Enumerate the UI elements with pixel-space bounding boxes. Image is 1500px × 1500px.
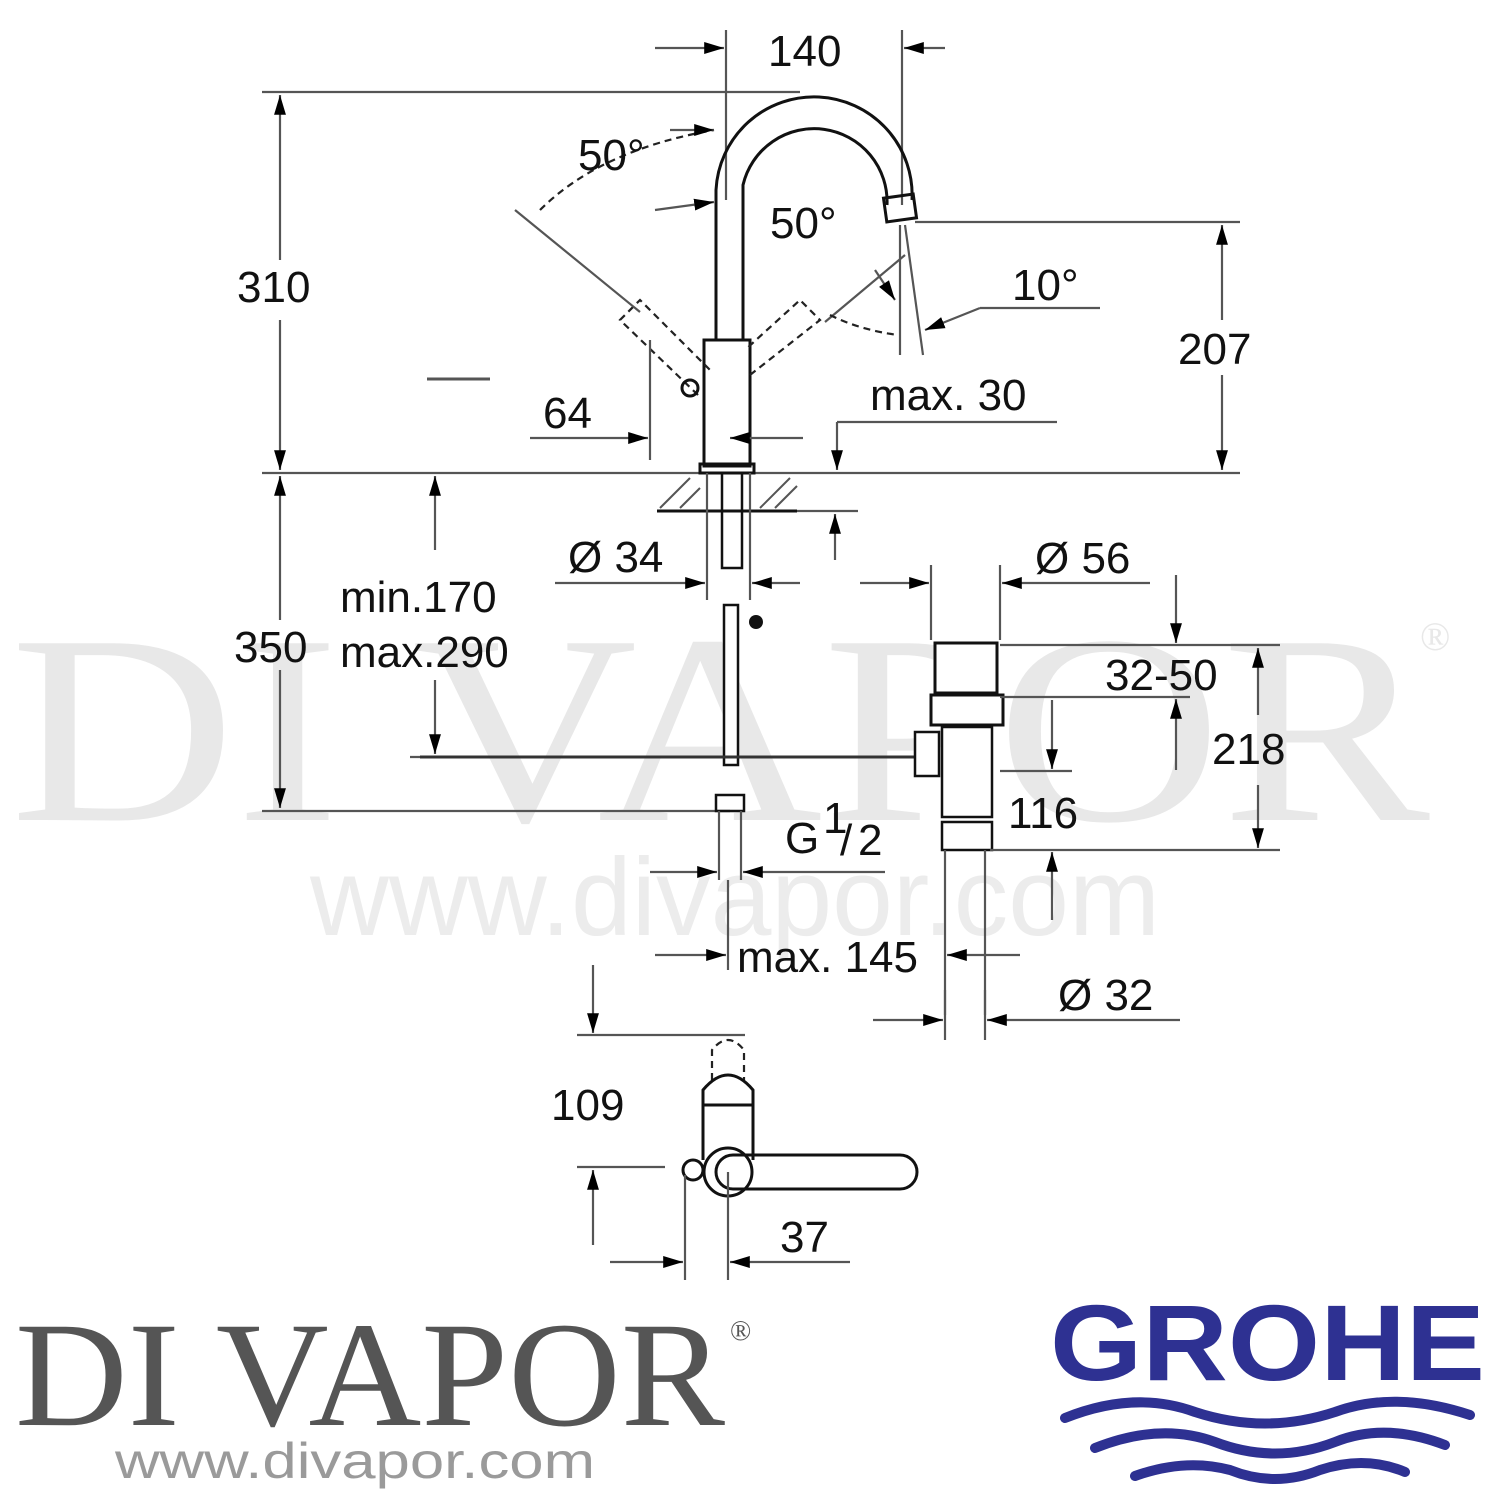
watermark: DI VAPOR ® www.divapor.com xyxy=(10,580,1450,959)
svg-text:1: 1 xyxy=(823,794,847,843)
dim-140: 140 xyxy=(655,27,945,205)
dim-207: 207 xyxy=(1178,225,1251,470)
dim-d34: Ø 34 xyxy=(555,473,800,600)
watermark-name: DI VAPOR xyxy=(10,580,1432,879)
divapor-logo: DI VAPOR ® www.divapor.com xyxy=(15,1292,751,1489)
svg-text:116: 116 xyxy=(1008,789,1078,838)
dim-d32: Ø 32 xyxy=(873,971,1180,1040)
svg-text:37: 37 xyxy=(780,1213,829,1262)
svg-text:64: 64 xyxy=(543,389,592,438)
dim-64: 64 xyxy=(427,340,803,460)
dim-waste-heights: 32-50 218 116 xyxy=(990,575,1285,920)
divapor-logo-text: DI VAPOR xyxy=(15,1292,725,1458)
svg-text:Ø 32: Ø 32 xyxy=(1058,971,1153,1020)
dim-350: 350 xyxy=(234,476,307,808)
dim-g-half: G 1 / 2 xyxy=(650,794,885,878)
svg-text:207: 207 xyxy=(1178,325,1251,374)
angle-labels: 50° 50° 10° xyxy=(539,124,1100,337)
svg-text:G: G xyxy=(785,814,819,863)
dim-max-30: max. 30 xyxy=(831,371,1057,470)
svg-text:218: 218 xyxy=(1212,725,1285,774)
grohe-logo-text: GROHE xyxy=(1050,1282,1485,1403)
svg-text:32-50: 32-50 xyxy=(1105,651,1218,700)
svg-text:310: 310 xyxy=(237,263,310,312)
svg-text:10°: 10° xyxy=(1012,261,1079,310)
lever-top-view: 109 37 xyxy=(551,965,919,1280)
svg-text:350: 350 xyxy=(234,623,307,672)
svg-text:max.290: max.290 xyxy=(340,628,509,677)
watermark-url: www.divapor.com xyxy=(309,836,1160,959)
grohe-logo: GROHE xyxy=(1050,1282,1485,1484)
watermark-registered: ® xyxy=(1420,614,1450,659)
waste-assembly: Ø 56 xyxy=(860,534,1150,1015)
svg-text:140: 140 xyxy=(768,27,841,76)
dim-min-max: min.170 max.290 xyxy=(340,476,509,754)
dim-310: 310 xyxy=(237,95,310,470)
divapor-registered: ® xyxy=(730,1316,751,1347)
svg-text:max. 145: max. 145 xyxy=(737,933,918,982)
svg-text:/: / xyxy=(840,816,853,865)
svg-text:50°: 50° xyxy=(770,199,837,248)
counter-section xyxy=(657,471,858,570)
svg-text:Ø 56: Ø 56 xyxy=(1035,534,1130,583)
svg-text:50°: 50° xyxy=(578,131,645,180)
svg-text:min.170: min.170 xyxy=(340,573,497,622)
svg-text:Ø 34: Ø 34 xyxy=(568,533,663,582)
divapor-url: www.divapor.com xyxy=(114,1433,595,1489)
grohe-waves-icon xyxy=(1060,1396,1475,1484)
svg-text:max. 30: max. 30 xyxy=(870,371,1027,420)
supply-hose xyxy=(420,603,920,880)
dim-max-145: max. 145 xyxy=(655,880,1020,982)
svg-text:2: 2 xyxy=(858,816,882,865)
svg-text:109: 109 xyxy=(551,1081,624,1130)
